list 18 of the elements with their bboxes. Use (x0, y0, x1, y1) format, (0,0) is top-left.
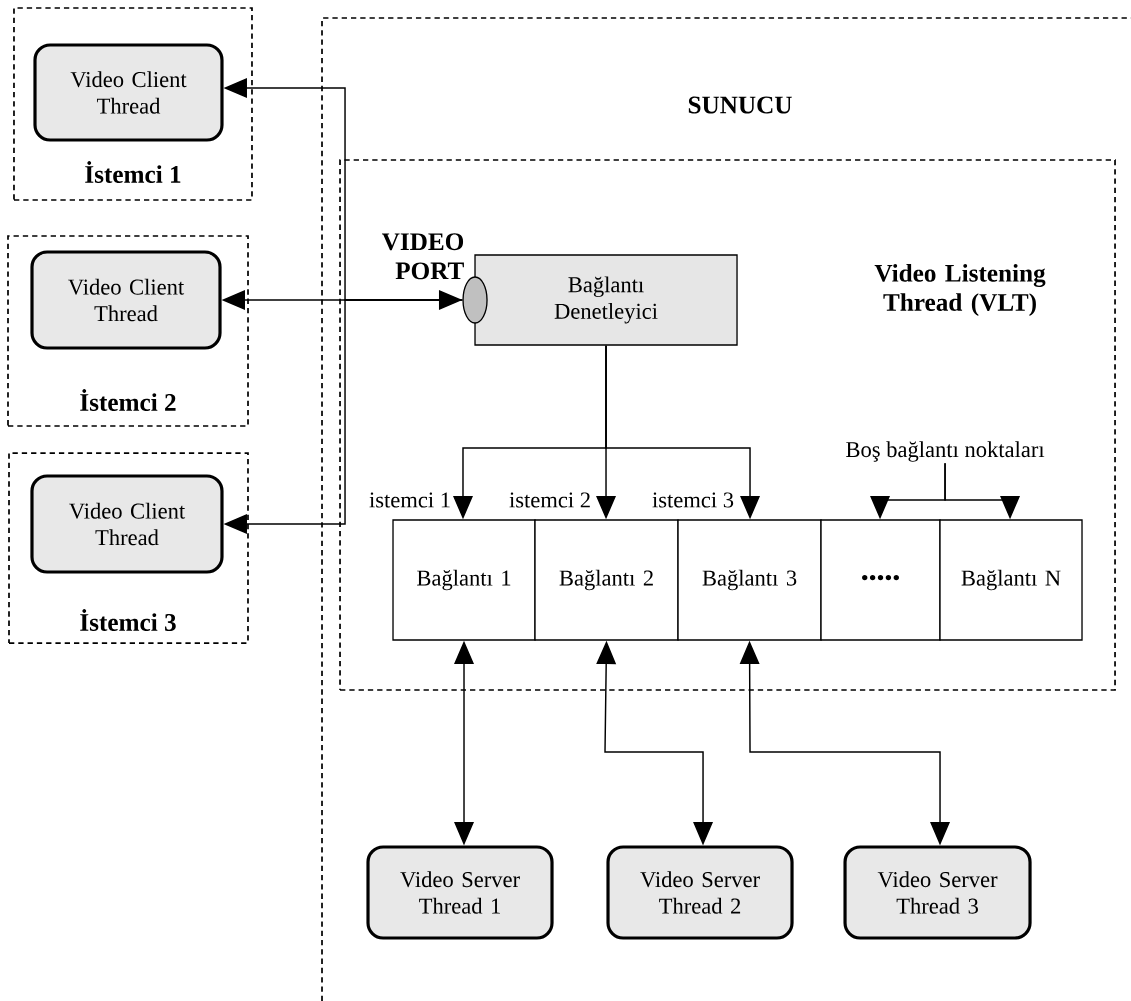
connection-cell: Bağlantı N (939, 519, 1083, 641)
thread-box: Video Client Thread (30, 250, 222, 350)
connection-cell: Bağlantı 2 (534, 519, 679, 641)
connection-cell: Bağlantı 1 (392, 519, 536, 641)
note-text: Boş bağlantı noktaları (846, 441, 1045, 462)
edge-label: istemci 1 (367, 491, 453, 509)
thread-box: Video Server Thread 1 (366, 845, 554, 940)
connection-cell: Bağlantı 3 (677, 519, 822, 641)
thread-box: Video Client Thread (30, 474, 224, 574)
thread-box: Video Client Thread (33, 43, 224, 142)
thread-box: Video Server Thread 2 (606, 845, 794, 940)
edge-label: istemci 3 (650, 491, 736, 509)
port-ellipse (462, 276, 488, 324)
edge-label: istemci 2 (507, 491, 593, 509)
thread-box: Video Server Thread 3 (843, 845, 1032, 940)
port-label: VIDEO PORT (382, 233, 464, 280)
controller-box: Bağlantı Denetleyici (474, 254, 738, 346)
connection-cell: ••••• (820, 519, 941, 641)
